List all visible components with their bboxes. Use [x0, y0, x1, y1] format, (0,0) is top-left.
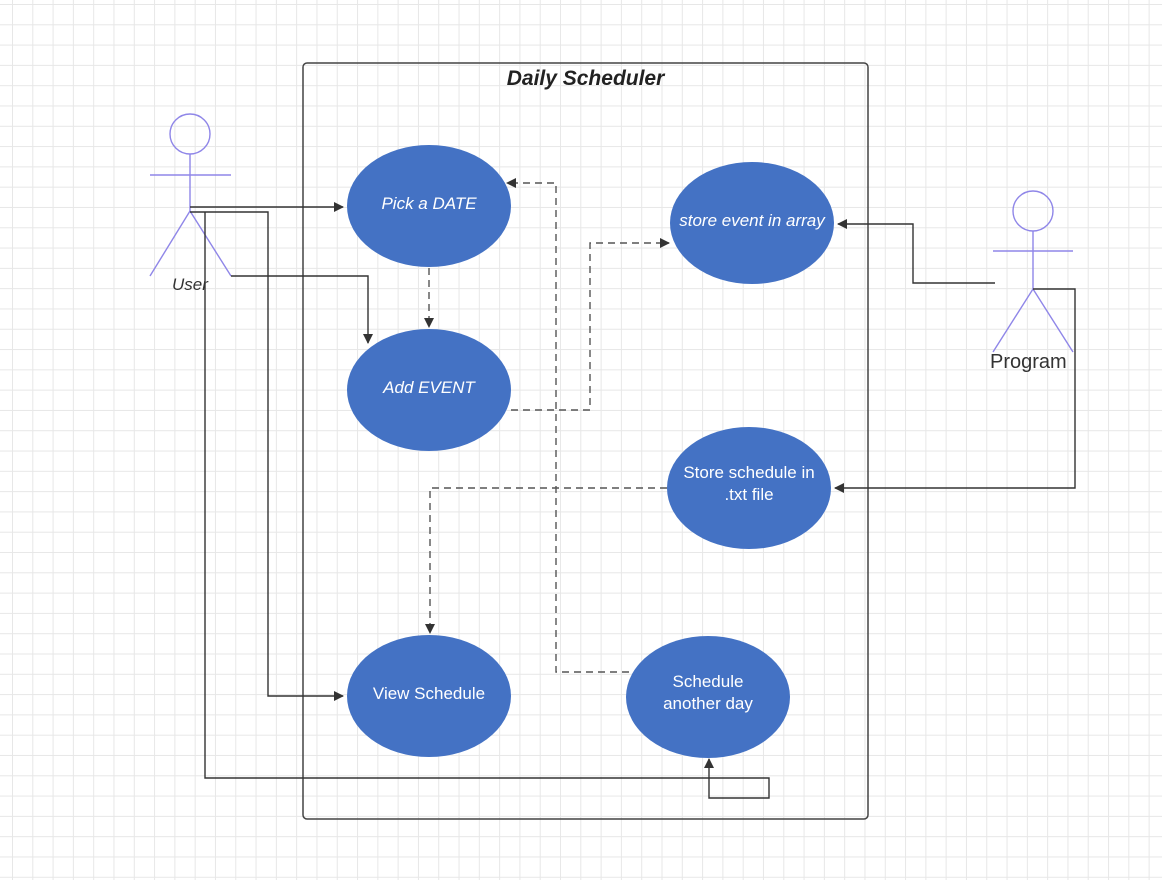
- connector-add-event-store-event[interactable]: [511, 238, 670, 411]
- use-case-store-event[interactable]: [670, 162, 834, 284]
- system-boundary: [302, 62, 869, 820]
- connector-program-store-schedule[interactable]: [834, 288, 1076, 493]
- connector-program-store-event[interactable]: [837, 219, 995, 284]
- use-case-pick-date[interactable]: [347, 145, 511, 267]
- program-actor-label: Program: [990, 351, 1067, 373]
- connector-schedule-another-pick-date[interactable]: [506, 178, 629, 673]
- use-case-pick-date-label: Pick a DATE: [381, 194, 477, 213]
- use-case-view-schedule[interactable]: [347, 635, 511, 757]
- connector-user-view-schedule[interactable]: [190, 211, 344, 701]
- diagram-title: Daily Scheduler: [506, 67, 665, 90]
- use-case-add-event-label: Add EVENT: [383, 378, 475, 397]
- user-actor-figure[interactable]: [149, 113, 232, 277]
- use-case-add-event[interactable]: [347, 329, 511, 451]
- program-actor-figure[interactable]: [992, 190, 1074, 353]
- connector-user-add-event[interactable]: [231, 275, 373, 344]
- use-case-store-event-label: store event in array: [679, 211, 825, 230]
- connector-store-schedule-view[interactable]: [425, 487, 667, 634]
- use-case-store-schedule[interactable]: [667, 427, 831, 549]
- use-case-store-schedule-label: Store schedule in .txt file: [683, 463, 815, 504]
- use-case-schedule-another[interactable]: [626, 636, 790, 758]
- connector-user-schedule-another[interactable]: [204, 212, 770, 799]
- user-actor-label: User: [172, 275, 208, 294]
- use-case-schedule-another-label: Schedule another day: [663, 672, 753, 713]
- use-case-view-schedule-label: View Schedule: [372, 684, 486, 703]
